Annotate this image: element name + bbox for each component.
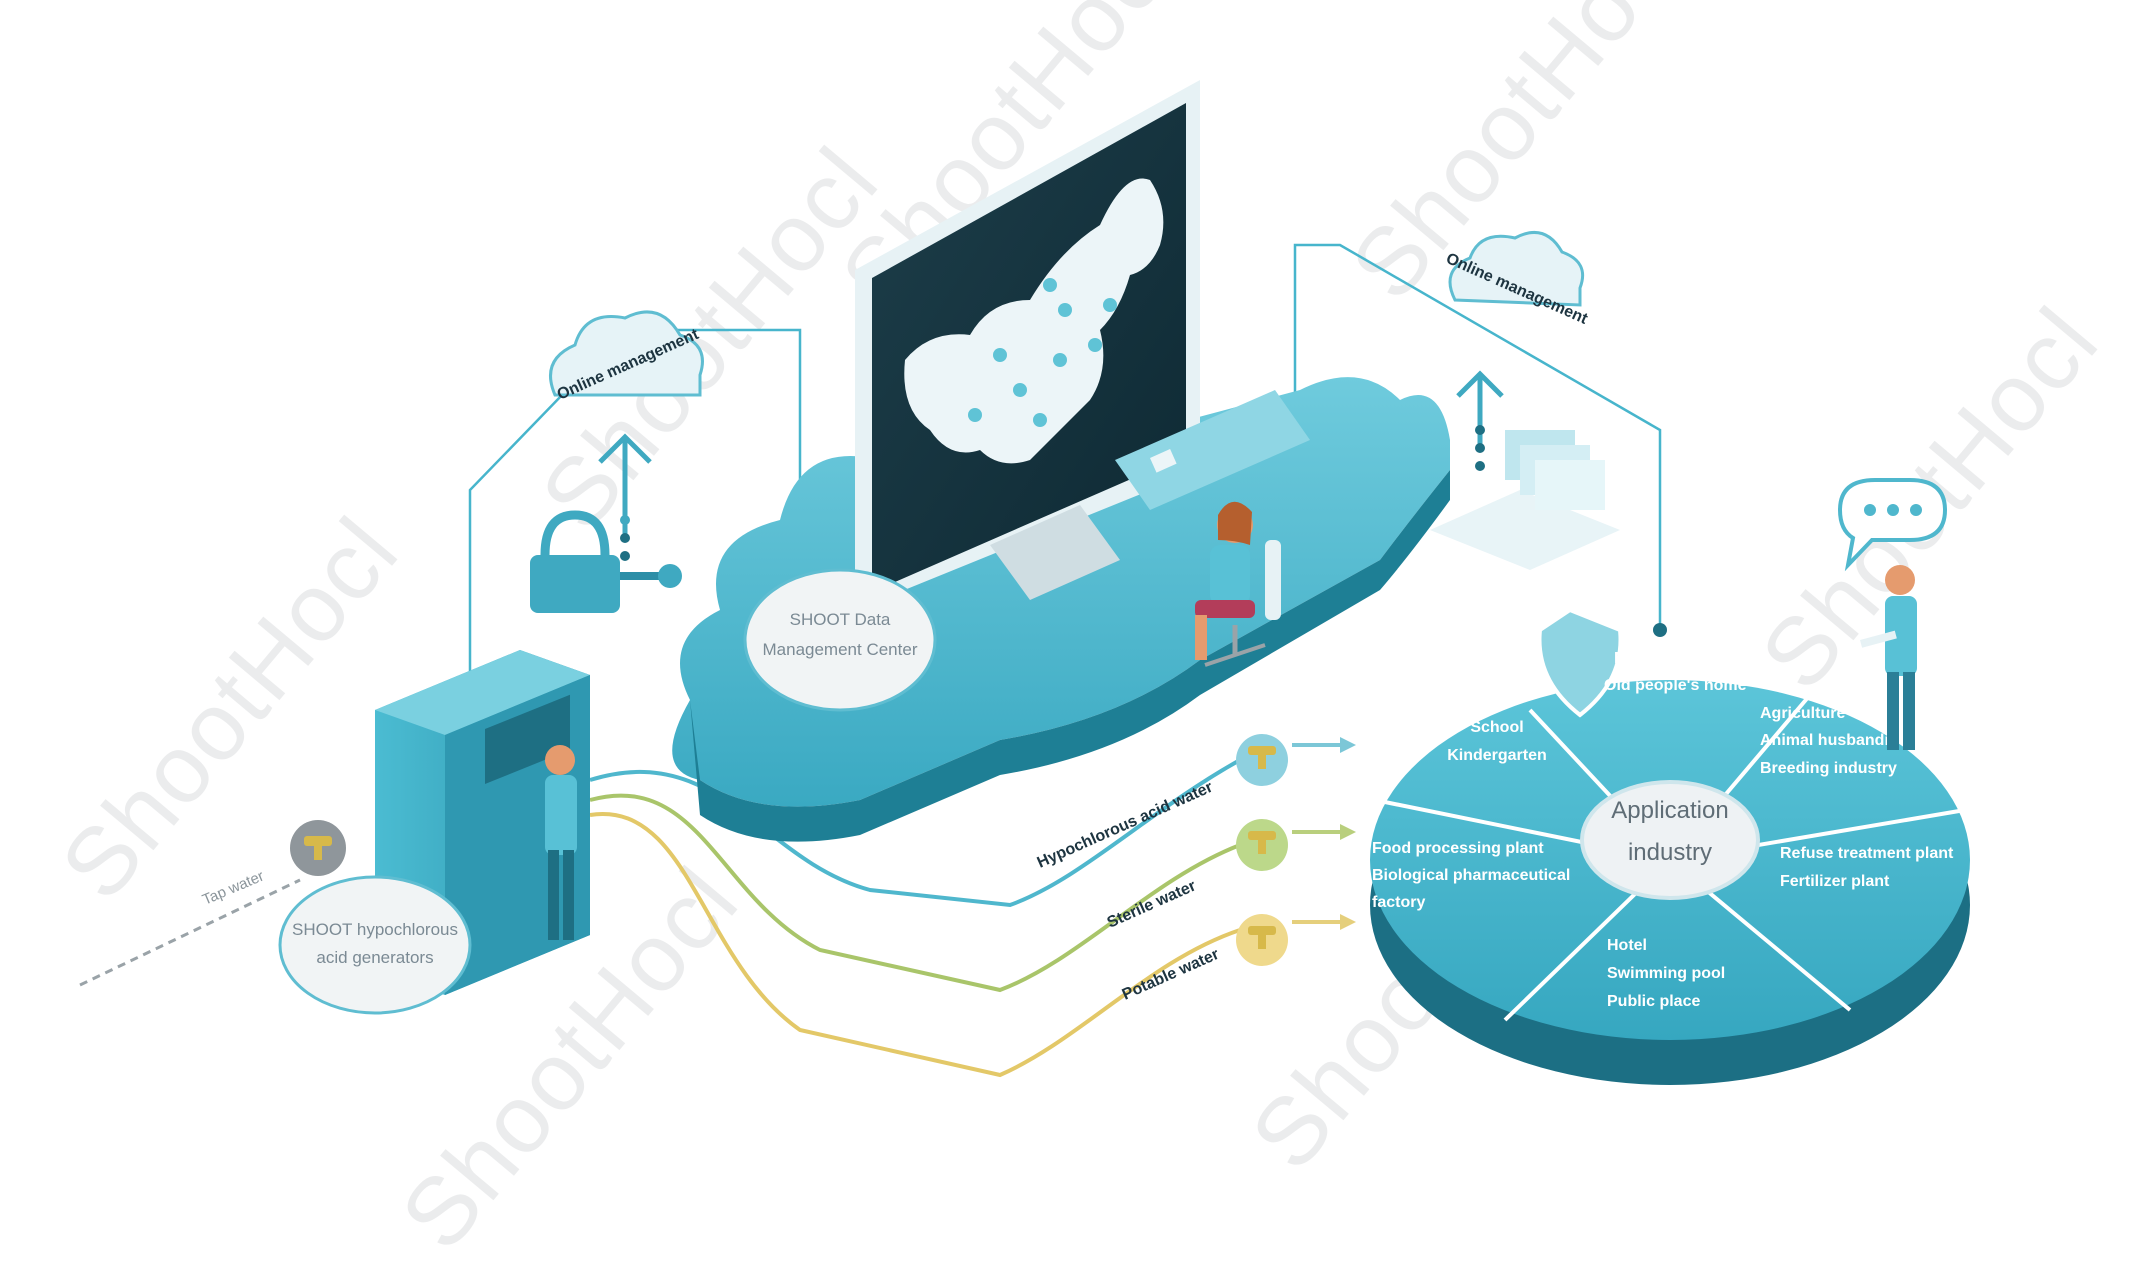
potable-faucet-icon: [1236, 914, 1356, 966]
potable-water-pipe: [589, 812, 1241, 1078]
potable-water-label: Potable water: [1120, 946, 1222, 1004]
technician-person-icon: [545, 745, 577, 940]
segment-agriculture: Agriculture: [1760, 705, 1845, 722]
data-center-label-badge: [743, 568, 937, 712]
sterile-water-label: Sterile water: [1105, 877, 1199, 931]
map-pin-icons: [968, 278, 1117, 427]
monitor-stand: [990, 505, 1120, 600]
segment-refuse: Refuse treatment plant: [1780, 845, 1954, 862]
segment-nosocomial: Nosocomial control: [1614, 650, 1763, 667]
padlock-icon: [530, 510, 682, 613]
segment-school: School: [1470, 719, 1523, 736]
generator-label: SHOOT hypochlorous: [292, 920, 458, 939]
segment-hotel-3: Public place: [1607, 993, 1700, 1010]
cloud-icon-left: [549, 310, 704, 397]
generator-label-badge: [278, 875, 472, 1015]
segment-agriculture-2: Animal husbandry: [1760, 732, 1900, 749]
upload-arrow-icon-right: [1456, 370, 1504, 471]
hypochlorous-acid-label: Hypochlorous acid water: [1035, 779, 1216, 872]
segment-hotel: Hotel: [1607, 937, 1647, 954]
hypochlorous-acid-pipe: [589, 758, 1241, 908]
monitor: [855, 80, 1200, 610]
data-center-label: SHOOT Data: [790, 610, 891, 629]
segment-food-3: factory: [1372, 894, 1425, 911]
document-stack-icon: [1430, 430, 1620, 570]
manager-person-icon: [1859, 565, 1917, 750]
application-wheel: [1370, 680, 1970, 1085]
tap-water-pipe: [79, 878, 301, 987]
segment-nosocomial-2: Old people's home: [1604, 677, 1747, 694]
sterile-faucet-icon: [1236, 819, 1356, 871]
tap-water-label: Tap water: [200, 868, 267, 909]
segment-food-2: Biological pharmaceutical: [1372, 867, 1570, 884]
cloud-icon-right: [1448, 230, 1585, 307]
connector-node: [1653, 623, 1667, 637]
segment-agriculture-3: Breeding industry: [1760, 760, 1897, 777]
chat-bubble-icon: [1837, 478, 1948, 572]
upload-arrow-icon-left: [598, 433, 652, 561]
process-diagram: Tap water Hypochlorous acid water Steril…: [79, 80, 1970, 1085]
segment-refuse-2: Fertilizer plant: [1780, 873, 1890, 890]
data-center-label-2: Management Center: [763, 640, 918, 659]
generator-label-2: acid generators: [316, 948, 433, 967]
map-graphic: [904, 178, 1164, 464]
segment-food: Food processing plant: [1372, 840, 1544, 857]
application-industry-title: Application: [1611, 797, 1728, 824]
bank-card-icon: [1115, 390, 1310, 510]
application-industry-title-2: industry: [1628, 839, 1712, 866]
shield-icon: [1537, 607, 1623, 718]
segment-school-2: Kindergarten: [1447, 747, 1547, 764]
sterile-water-pipe: [589, 793, 1241, 993]
hypochlorous-faucet-icon: [1236, 734, 1356, 786]
tap-water-faucet-icon: [290, 820, 346, 876]
segment-hotel-2: Swimming pool: [1607, 965, 1725, 982]
operator-person-icon: [1195, 501, 1281, 667]
